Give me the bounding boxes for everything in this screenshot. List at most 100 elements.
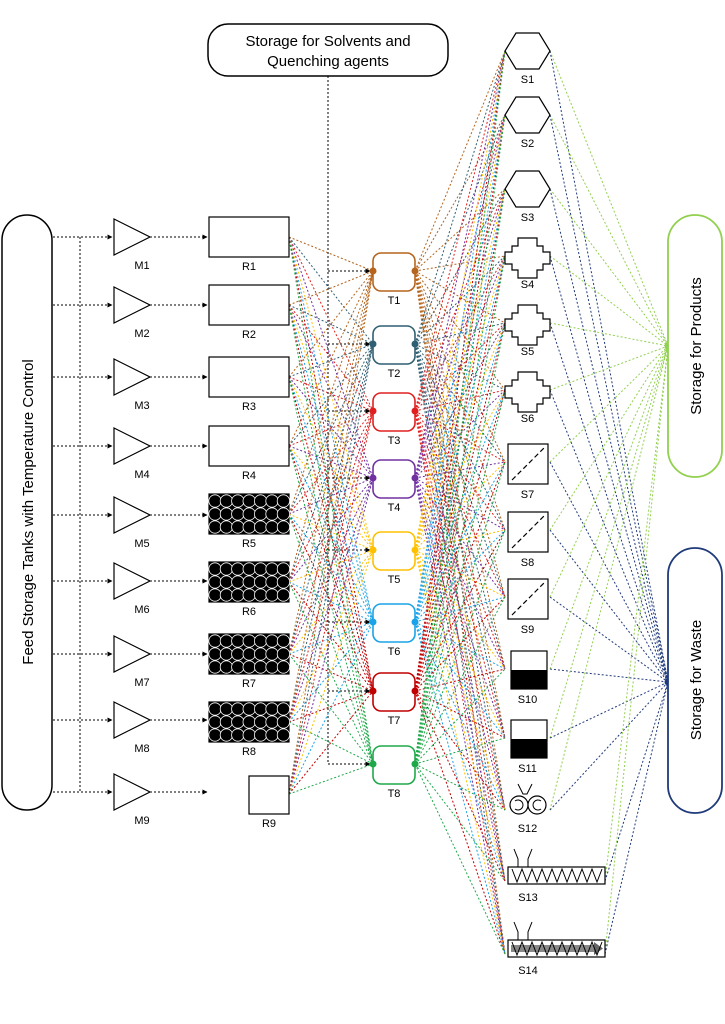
reactor-to-tank-line bbox=[288, 343, 374, 378]
packing-bead bbox=[231, 575, 245, 589]
packing-bead bbox=[208, 702, 222, 716]
packing-bead bbox=[276, 520, 290, 534]
packing-bead bbox=[242, 575, 256, 589]
packing-bead bbox=[254, 647, 268, 661]
separator-cross bbox=[504, 304, 551, 346]
packing-bead bbox=[231, 520, 245, 534]
packing-bead bbox=[276, 634, 290, 648]
tank-label: T8 bbox=[388, 788, 401, 800]
reactor-to-tank-line bbox=[288, 690, 374, 723]
separator-to-waste-line bbox=[604, 681, 669, 955]
reactor-to-tank-line bbox=[288, 410, 374, 447]
tank-inlet-port bbox=[369, 267, 377, 275]
mixer-label: M1 bbox=[134, 260, 149, 272]
reactor-to-tank-line bbox=[288, 477, 374, 795]
tank-to-separator-line bbox=[414, 343, 506, 955]
tank-to-separator-line bbox=[414, 529, 506, 765]
separator-to-products-line bbox=[549, 345, 669, 811]
tank-box bbox=[372, 745, 416, 785]
packing-bead bbox=[276, 728, 290, 742]
reactor-box bbox=[208, 216, 290, 258]
separator-to-products-line bbox=[604, 345, 669, 955]
tank-box bbox=[372, 603, 416, 643]
tank-to-separator-line bbox=[414, 389, 506, 692]
separator-to-waste-line bbox=[549, 50, 669, 683]
packing-bead bbox=[254, 494, 268, 508]
separator-label: S14 bbox=[518, 965, 538, 977]
waste-storage-label: Storage for Waste bbox=[688, 620, 705, 740]
tank-to-separator-line bbox=[414, 529, 506, 692]
tank-label: T3 bbox=[388, 435, 401, 447]
tank-to-separator-line bbox=[414, 322, 506, 551]
packing-bead bbox=[231, 702, 245, 716]
tank-to-separator-line bbox=[414, 389, 506, 551]
packing-bead bbox=[265, 575, 279, 589]
tank-label: T6 bbox=[388, 646, 401, 658]
separator-to-waste-line bbox=[549, 255, 669, 683]
packing-bead bbox=[219, 647, 233, 661]
reactor-to-tank-line bbox=[288, 236, 374, 765]
tank-to-separator-line bbox=[414, 50, 506, 345]
tank-to-separator-line bbox=[414, 255, 506, 345]
tank-to-separator-line bbox=[414, 188, 506, 765]
reactor-to-tank-line bbox=[288, 236, 374, 479]
tank-to-separator-line bbox=[414, 322, 506, 765]
solvent-storage-block: Storage for Solvents and Quenching agent… bbox=[207, 23, 449, 77]
reactor-to-tank-line bbox=[288, 304, 374, 623]
packing-bead bbox=[231, 728, 245, 742]
mixer-triangle bbox=[113, 635, 152, 673]
separator-to-waste-line bbox=[549, 114, 669, 683]
tank-to-separator-line bbox=[414, 549, 506, 882]
tank-to-separator-line bbox=[414, 477, 506, 882]
packing-bead bbox=[208, 562, 222, 576]
packing-bead bbox=[208, 647, 222, 661]
packing-bead bbox=[276, 702, 290, 716]
tank-to-separator-line bbox=[414, 763, 506, 955]
tank-to-separator-line bbox=[414, 461, 506, 551]
tank-outlet-port bbox=[411, 760, 419, 768]
packing-bead bbox=[242, 660, 256, 674]
tank-box bbox=[372, 392, 416, 432]
tank-to-separator-line bbox=[414, 621, 506, 955]
packing-bead bbox=[276, 494, 290, 508]
settler-bottom-phase bbox=[511, 670, 547, 689]
tank-to-separator-line bbox=[414, 410, 506, 598]
reactor-to-tank-line bbox=[288, 343, 374, 655]
reactor-label: R3 bbox=[242, 401, 256, 413]
tank-to-separator-line bbox=[414, 668, 506, 765]
reactor-to-tank-line bbox=[288, 763, 374, 795]
tank-to-separator-line bbox=[414, 114, 506, 765]
packing-bead bbox=[231, 660, 245, 674]
tank-to-separator-line bbox=[414, 322, 506, 623]
packing-bead bbox=[254, 702, 268, 716]
reactor-label: R1 bbox=[242, 261, 256, 273]
tank-to-separator-line bbox=[414, 690, 506, 739]
reactor-to-tank-line bbox=[288, 270, 374, 378]
reactor-to-tank-line bbox=[288, 270, 374, 447]
packing-bead bbox=[254, 507, 268, 521]
reactor-to-tank-line bbox=[288, 236, 374, 272]
mixer-label: M5 bbox=[134, 538, 149, 550]
tank-to-separator-line bbox=[414, 188, 506, 692]
reactor-to-tank-line bbox=[288, 621, 374, 795]
packing-bead bbox=[242, 520, 256, 534]
separator-label: S5 bbox=[521, 346, 534, 358]
tank-to-separator-line bbox=[414, 343, 506, 463]
reactor-box bbox=[208, 356, 290, 398]
tank-to-separator-line bbox=[414, 690, 506, 882]
reactor-to-tank-line bbox=[288, 621, 374, 655]
separator-hexagon bbox=[504, 96, 551, 134]
packing-bead bbox=[242, 702, 256, 716]
separator-label: S4 bbox=[521, 279, 534, 291]
tank-to-separator-line bbox=[414, 763, 506, 882]
packing-bead bbox=[254, 634, 268, 648]
products-storage-block: Storage for Products bbox=[667, 214, 723, 478]
mixer-label: M4 bbox=[134, 469, 149, 481]
mixer-label: M7 bbox=[134, 677, 149, 689]
tank-to-separator-line bbox=[414, 621, 506, 739]
packing-bead bbox=[265, 702, 279, 716]
tank-inlet-port bbox=[369, 340, 377, 348]
tank-to-separator-line bbox=[414, 389, 506, 479]
packing-bead bbox=[242, 634, 256, 648]
